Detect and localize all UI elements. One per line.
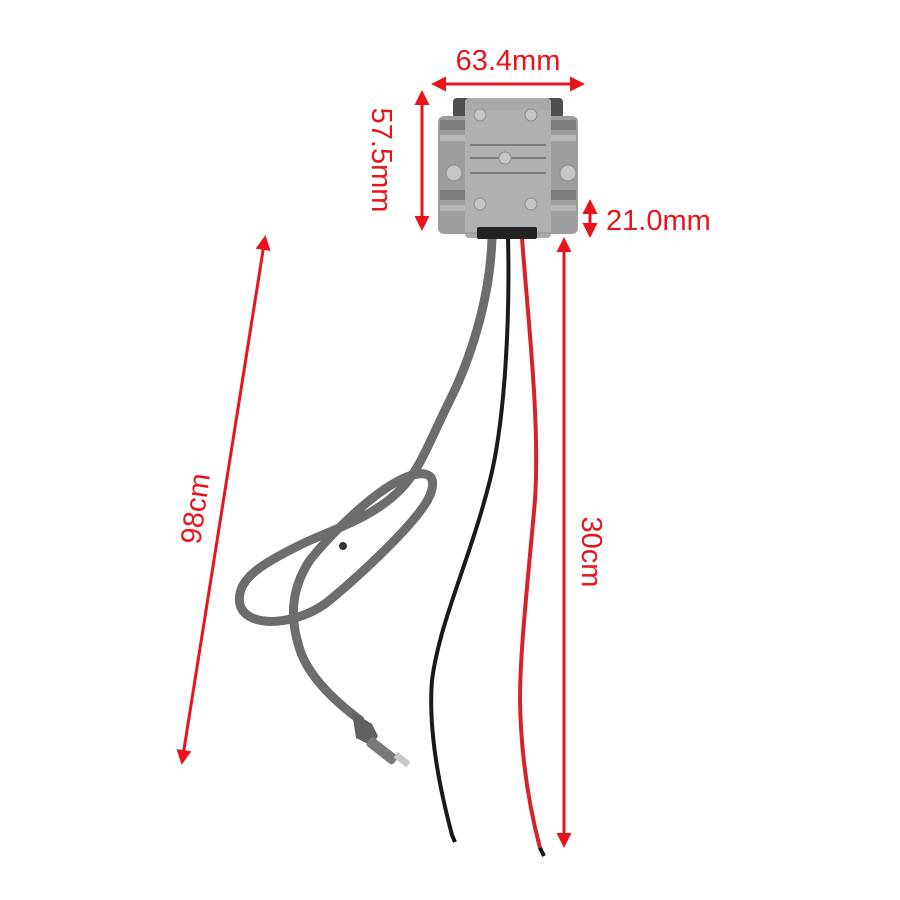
depth-label: 21.0mm <box>606 205 711 237</box>
long-cable-label: 98cm <box>175 471 217 546</box>
height-label: 57.5mm <box>365 108 397 213</box>
red-wire <box>517 236 542 850</box>
grey-cable <box>234 233 497 768</box>
black-wire <box>429 236 511 837</box>
converter-housing <box>438 98 578 239</box>
width-label: 63.4mm <box>456 45 561 77</box>
short-wire-label: 30cm <box>575 517 607 588</box>
dimension-annotations <box>176 76 598 848</box>
